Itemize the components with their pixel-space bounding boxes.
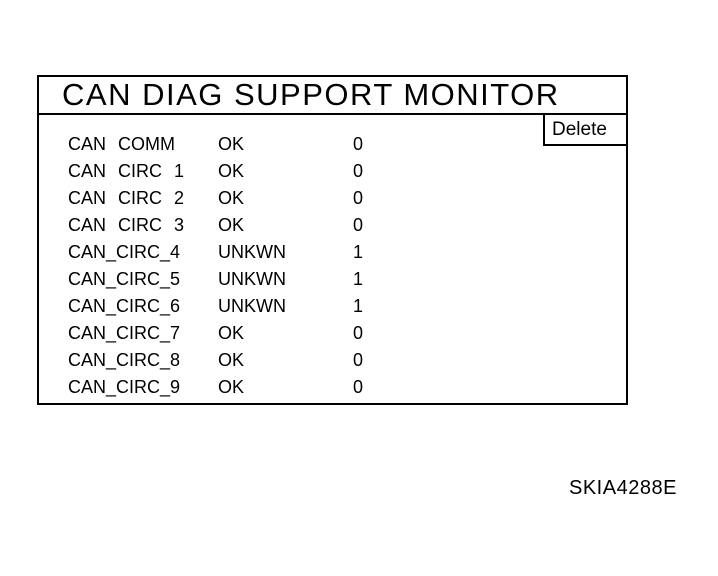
row-status-value: UNKWN xyxy=(218,269,286,289)
row-count-value: 0 xyxy=(353,350,364,370)
row-item-label: CAN CIRC 1 xyxy=(68,161,185,181)
table-row: CAN COMM OK 0 xyxy=(68,131,626,158)
row-count-value: 1 xyxy=(353,269,364,289)
row-count-value: 1 xyxy=(353,296,364,316)
table-row: CAN CIRC 2 OK 0 xyxy=(68,185,626,212)
row-count-value: 0 xyxy=(353,134,364,154)
row-item-label: CAN COMM xyxy=(68,134,175,154)
row-status-value: OK xyxy=(218,188,245,208)
table-row: CAN_CIRC_6 UNKWN 1 xyxy=(68,293,626,320)
row-count-value: 1 xyxy=(353,242,364,262)
panel-title-bar: CAN DIAG SUPPORT MONITOR xyxy=(39,77,626,115)
page-title: CAN DIAG SUPPORT MONITOR xyxy=(62,77,560,112)
row-item-label: CAN_CIRC_8 xyxy=(68,350,181,370)
row-item-label: CAN_CIRC_9 xyxy=(68,377,181,397)
delete-button[interactable]: Delete xyxy=(543,113,628,146)
table-row: CAN_CIRC_8 OK 0 xyxy=(68,347,626,374)
row-count-value: 0 xyxy=(353,323,364,343)
row-item-label: CAN_CIRC_5 xyxy=(68,269,181,289)
row-status-value: OK xyxy=(218,215,245,235)
table-row: CAN_CIRC_5 UNKWN 1 xyxy=(68,266,626,293)
row-status-value: OK xyxy=(218,161,245,181)
table-row: CAN_CIRC_9 OK 0 xyxy=(68,374,626,401)
row-count-value: 0 xyxy=(353,188,364,208)
row-status-value: UNKWN xyxy=(218,242,286,262)
can-diag-monitor-panel: CAN DIAG SUPPORT MONITOR Delete CAN COMM… xyxy=(37,75,628,405)
row-item-label: CAN CIRC 3 xyxy=(68,215,185,235)
row-item-label: CAN_CIRC_7 xyxy=(68,323,181,343)
table-row: CAN_CIRC_4 UNKWN 1 xyxy=(68,239,626,266)
row-status-value: UNKWN xyxy=(218,296,286,316)
table-row: CAN CIRC 3 OK 0 xyxy=(68,212,626,239)
figure-code: SKIA4288E xyxy=(569,477,677,499)
row-item-label: CAN CIRC 2 xyxy=(68,188,185,208)
row-status-value: OK xyxy=(218,350,245,370)
row-count-value: 0 xyxy=(353,377,364,397)
row-count-value: 0 xyxy=(353,215,364,235)
row-status-value: OK xyxy=(218,323,245,343)
row-status-value: OK xyxy=(218,377,245,397)
row-count-value: 0 xyxy=(353,161,364,181)
table-row: CAN_CIRC_7 OK 0 xyxy=(68,320,626,347)
row-item-label: CAN_CIRC_6 xyxy=(68,296,181,316)
table-row: CAN CIRC 1 OK 0 xyxy=(68,158,626,185)
row-status-value: OK xyxy=(218,134,245,154)
row-item-label: CAN_CIRC_4 xyxy=(68,242,181,262)
